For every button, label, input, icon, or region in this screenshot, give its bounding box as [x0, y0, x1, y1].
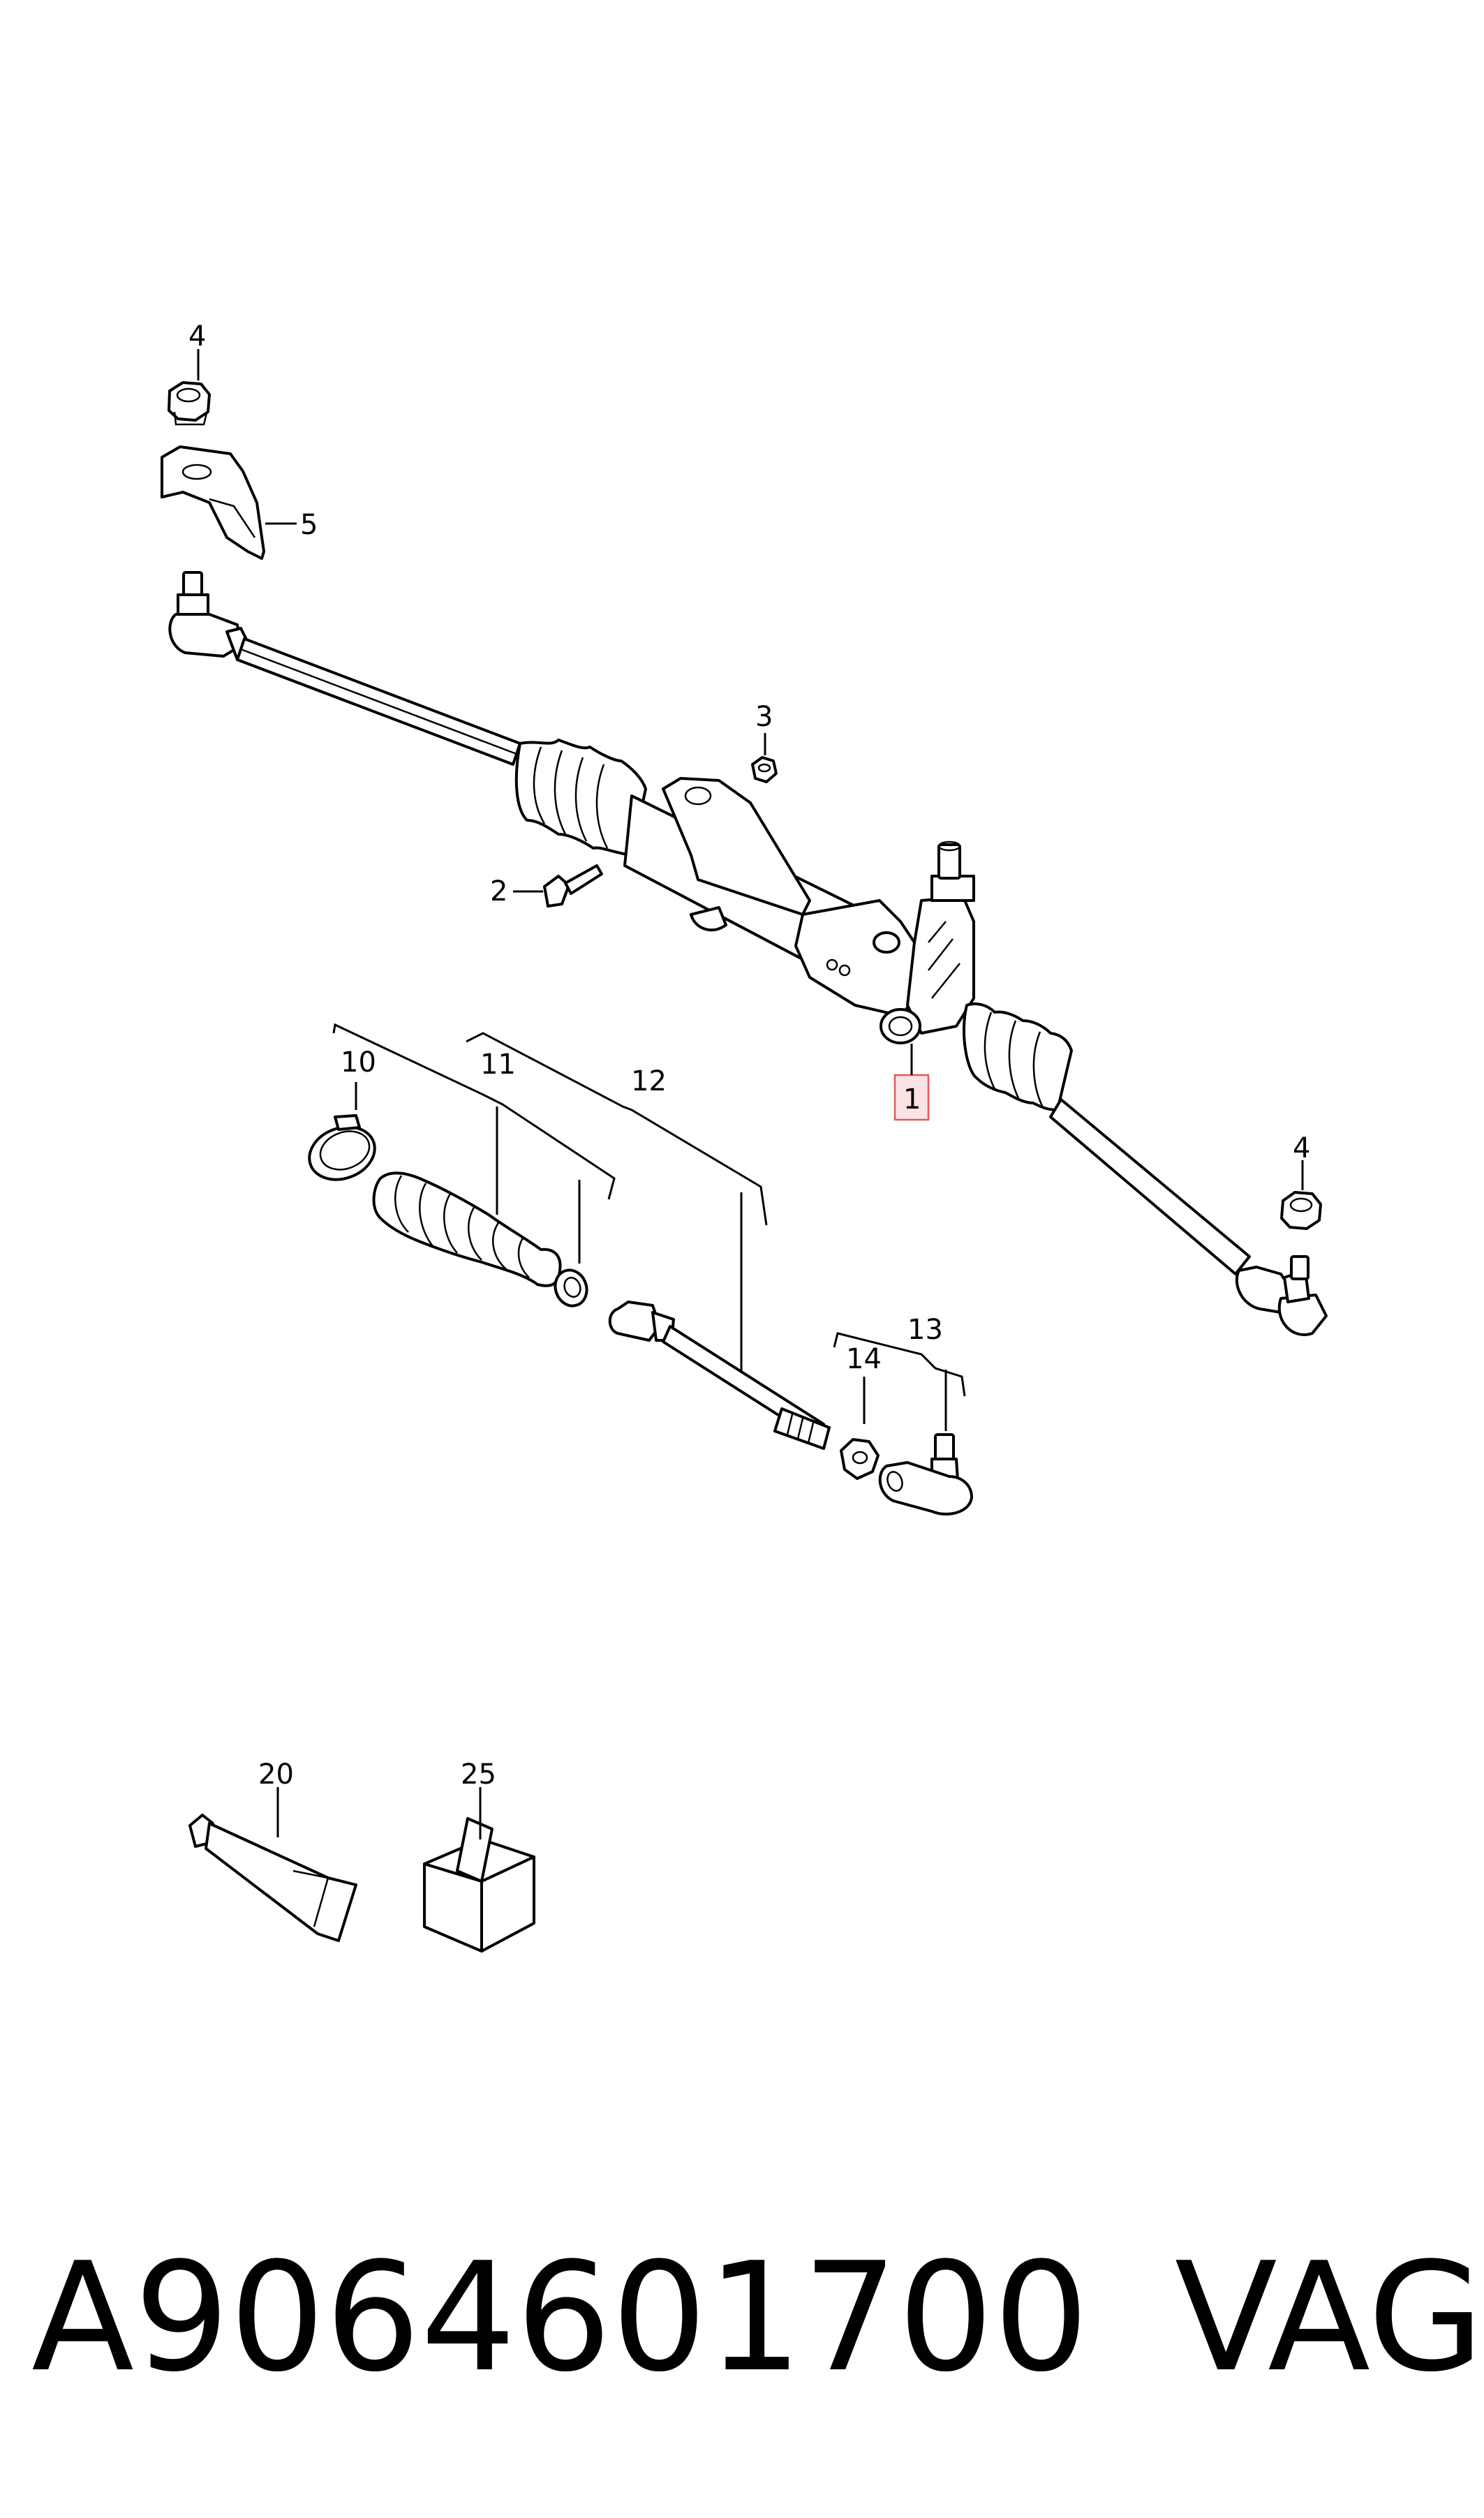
- part-11-small-clamp: [554, 1268, 588, 1308]
- callout-4-right: 4: [1293, 1132, 1310, 1164]
- part-4-right-nut: [1280, 1191, 1322, 1230]
- part-number: A9064601700: [31, 2230, 1089, 2405]
- part-4-top-nut: [168, 381, 211, 426]
- callout-5: 5: [300, 509, 318, 541]
- left-tie-rod: [236, 637, 521, 766]
- callout-1: 1: [903, 1083, 921, 1116]
- callout-3: 3: [755, 701, 773, 733]
- part-11-boot: [372, 1171, 562, 1287]
- callout-20: 20: [258, 1758, 294, 1791]
- part-13-tie-rod-end: [878, 1433, 973, 1516]
- part-12-inner-tie-rod: [608, 1301, 831, 1450]
- callout-13: 13: [907, 1314, 943, 1346]
- part-20-grease-tube: [188, 1814, 357, 1942]
- callout-14: 14: [846, 1343, 882, 1375]
- left-tie-rod-end: [168, 571, 253, 661]
- part-3-nut: [751, 756, 778, 783]
- right-tie-rod-end: [1235, 1255, 1328, 1336]
- callout-25: 25: [461, 1758, 496, 1791]
- part-1-steering-rack: [514, 739, 1073, 1111]
- brand-name: VAG: [1174, 2230, 1484, 2405]
- part-25-box: [423, 1817, 535, 1953]
- part-2-bolt: [543, 864, 603, 908]
- callout-12: 12: [631, 1065, 667, 1097]
- callout-11: 11: [480, 1049, 516, 1081]
- right-tie-rod: [1049, 1098, 1251, 1275]
- part-14-nut: [840, 1438, 880, 1480]
- callout-4-top: 4: [188, 320, 206, 353]
- callout-2: 2: [490, 875, 507, 908]
- callout-10: 10: [341, 1046, 376, 1079]
- part-10-clamp: [308, 1114, 376, 1181]
- part-5-bracket: [161, 445, 265, 560]
